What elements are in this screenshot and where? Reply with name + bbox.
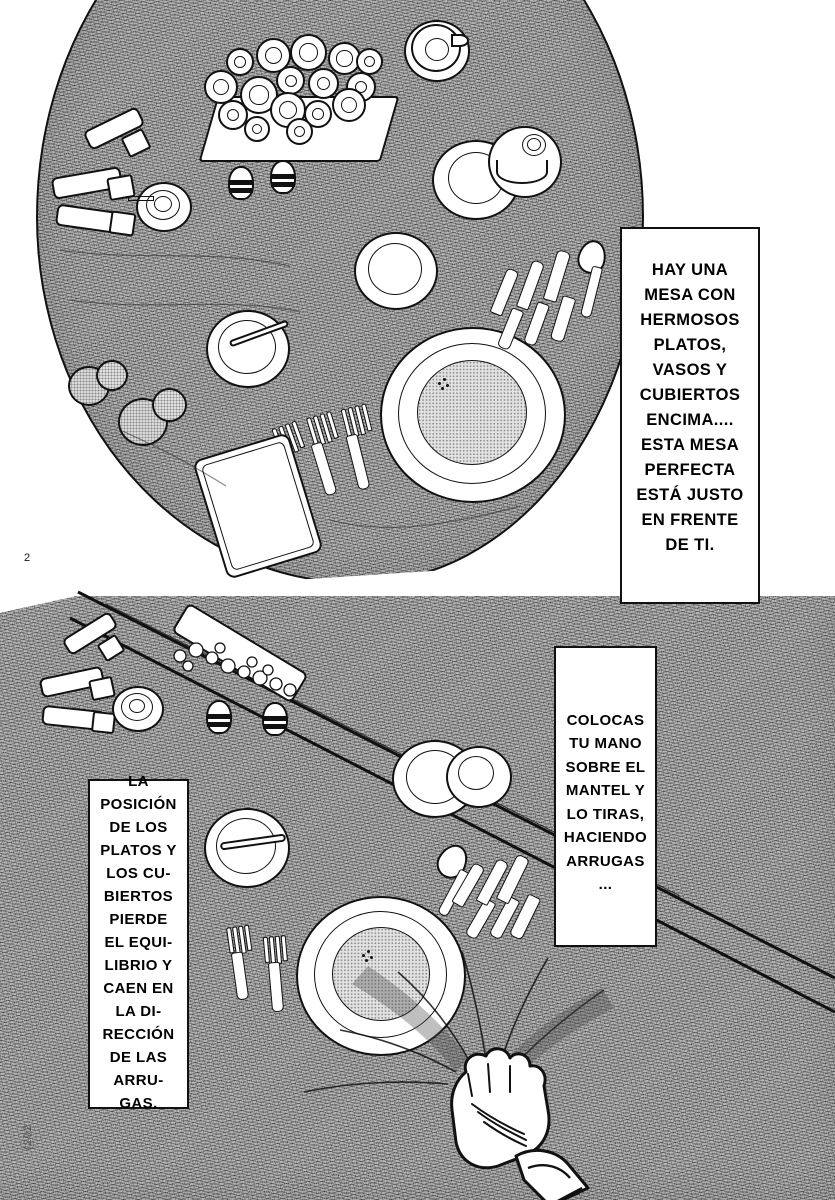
pepper-shaker: [270, 160, 296, 194]
salt-shaker-bottom: [206, 700, 232, 734]
bread-plate-ring-bottom: [216, 818, 276, 874]
narration-box-middle-right: COLOCAS TU MANO SOBRE EL MANTEL Y LO TIR…: [554, 646, 657, 947]
sugar-bowl-knob: [522, 134, 546, 156]
sugar-bowl-lid-seam: [496, 160, 548, 184]
teacup-inner-ring: [425, 38, 449, 61]
panel-top-table-setting: [36, 0, 644, 584]
narration-box-bottom-left: LA POSICIÓN DE LOS PLATOS Y LOS CU- BIER…: [88, 773, 189, 1112]
sugar-bowl-knob-inner: [527, 138, 541, 151]
cloth-wrinkles-top: [59, 249, 521, 528]
cup-ring-bottom: [458, 756, 494, 790]
teacup-handle: [451, 34, 469, 47]
narration-text-2: COLOCAS TU MANO SOBRE EL MANTEL Y LO TIR…: [563, 711, 648, 894]
hand-gripping-tablecloth: [432, 1038, 622, 1200]
salt-shaker: [228, 166, 254, 200]
wine-glass-tiny-upper: [96, 360, 128, 391]
corner-code: (202: [22, 1123, 34, 1150]
dinner-plate-outer-ring: [398, 343, 546, 484]
plate-crumbs-bottom: [362, 950, 376, 962]
dinner-plate-outer-ring-bottom: [314, 911, 447, 1038]
bread-plate-ring: [218, 320, 276, 374]
side-plate-ring: [368, 243, 422, 295]
plate-crumbs: [438, 378, 452, 390]
pepper-shaker-bottom: [262, 702, 288, 736]
wine-glass-small: [152, 388, 187, 422]
narration-text-3: LA POSICIÓN DE LOS PLATOS Y LOS CU- BIER…: [100, 772, 177, 1112]
dinner-plate-well: [417, 360, 527, 465]
page-number: 2: [24, 552, 31, 564]
dinner-plate-well-bottom: [332, 927, 430, 1021]
narration-box-top-right: HAY UNA MESA CON HERMOSOS PLATOS, VASOS …: [620, 227, 760, 604]
narration-text-1: HAY UNA MESA CON HERMOSOS PLATOS, VASOS …: [636, 260, 744, 554]
floral-centerpiece: [196, 18, 400, 168]
